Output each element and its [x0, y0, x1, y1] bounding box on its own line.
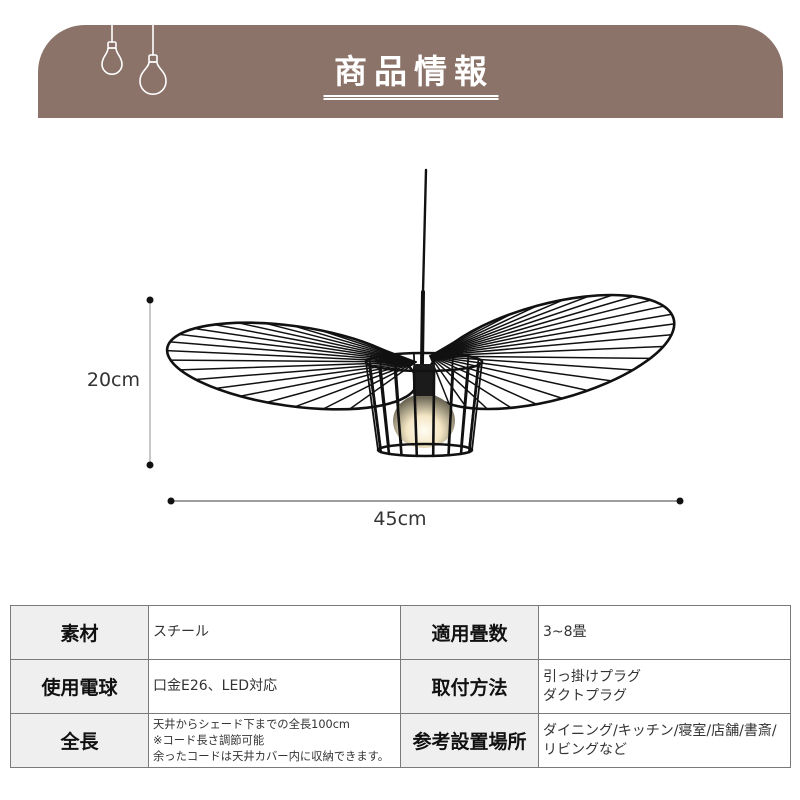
spec-value-line: リビングなど — [543, 741, 627, 758]
cage-bar — [412, 369, 419, 458]
spec-value-line: スチール — [153, 624, 209, 640]
brim-wire — [429, 299, 565, 357]
bulb-socket — [107, 41, 117, 49]
width-dimension-line — [167, 497, 684, 505]
spec-value-line: 余ったコードは天井カバー内に収納できます。 — [153, 749, 390, 763]
brim-wire — [429, 295, 590, 357]
spec-value-line: 口金E26、LED対応 — [153, 678, 278, 694]
brim-wire — [429, 355, 613, 382]
brim-wire — [429, 299, 652, 357]
cage-bar — [393, 368, 403, 457]
brim-wire — [166, 349, 417, 363]
spec-value-line: 天井からシェード下までの全長100cm — [153, 717, 350, 731]
cord — [421, 168, 428, 294]
brim-wire — [429, 323, 676, 357]
spec-value: ダイニング/キッチン/寝室/店舗/書斎/ リビングなど — [538, 713, 791, 768]
spec-value-line: ※コード長さ調節可能 — [153, 733, 265, 747]
brim-wire — [429, 355, 512, 409]
lamp-bulb — [393, 364, 455, 448]
cage-bottom-ring — [376, 442, 474, 458]
bulb-glass — [139, 61, 167, 95]
brim-wire — [237, 322, 417, 363]
brim-wire — [429, 355, 538, 405]
cage-bar — [365, 361, 379, 451]
spec-value-line: 3~8畳 — [543, 624, 587, 640]
cage-bar — [378, 366, 391, 456]
brim-wire — [429, 294, 614, 357]
width-dimension-label: 45cm — [373, 508, 427, 530]
lamp-cord — [420, 168, 428, 366]
brim-wire — [429, 355, 564, 400]
bulb-glass — [101, 47, 123, 75]
table-row: 素材 スチール 適用畳数 3~8畳 — [10, 605, 791, 660]
spec-label: 素材 — [10, 605, 149, 660]
height-dimension-line — [146, 296, 154, 469]
brim-wire — [169, 359, 417, 363]
bulb-socket — [413, 364, 435, 396]
spec-label: 適用畳数 — [400, 605, 539, 660]
brim-wire — [429, 345, 665, 357]
light-bulb-icon — [139, 24, 167, 95]
spec-label: 参考設置場所 — [400, 713, 539, 768]
table-row: 使用電球 口金E26、LED対応 取付方法 引っ掛けプラグ ダクトプラグ — [10, 659, 791, 714]
brim-wire — [215, 361, 417, 390]
height-dimension-label: 20cm — [86, 369, 140, 391]
pendant-lamp-image — [146, 168, 684, 505]
spec-value: スチール — [148, 605, 401, 660]
lamp-brim-right — [424, 293, 676, 411]
brim-wire — [194, 361, 417, 381]
spec-label: 全長 — [10, 713, 149, 768]
lamp-cage-rings — [364, 351, 484, 458]
cage-bar — [467, 363, 480, 454]
cage-bar — [471, 361, 483, 451]
dimension-endpoint — [146, 461, 154, 469]
spec-label: 取付方法 — [400, 659, 539, 714]
spec-value-line: 引っ掛けプラグ — [543, 668, 641, 685]
brim-wire — [429, 313, 673, 357]
brim-wire — [179, 361, 417, 371]
dimension-endpoint — [167, 497, 175, 505]
brim-wire — [429, 304, 539, 357]
lamp-cage-front — [368, 363, 480, 458]
cage-bar — [447, 368, 455, 457]
spec-value: 天井からシェード下までの全長100cm ※コード長さ調節可能 余ったコードは天井… — [148, 713, 401, 768]
bulb-socket — [148, 54, 158, 63]
spec-value: 3~8畳 — [538, 605, 791, 660]
cage-bar — [459, 366, 470, 456]
spec-value: 口金E26、LED対応 — [148, 659, 401, 714]
page-title: 商品情報 — [323, 52, 498, 100]
brim-wire — [429, 305, 665, 357]
table-row: 全長 天井からシェード下までの全長100cm ※コード長さ調節可能 余ったコード… — [10, 713, 791, 768]
spec-value: 引っ掛けプラグ ダクトプラグ — [538, 659, 791, 714]
brim-wire — [429, 295, 635, 357]
brim-wire — [169, 341, 417, 363]
spec-value-line: ダイニング/キッチン/寝室/店舗/書斎/ — [543, 722, 777, 739]
brim-wire — [429, 355, 634, 371]
brim-wire — [429, 355, 589, 392]
cage-bar — [431, 369, 436, 458]
dimension-endpoint — [146, 296, 154, 304]
light-bulb-icon — [101, 24, 123, 75]
spec-value-line: ダクトプラグ — [543, 687, 627, 704]
spec-table: 素材 スチール 適用畳数 3~8畳 使用電球 口金E26、LED対応 取付方法 … — [10, 605, 791, 768]
cage-top-ring — [364, 351, 484, 373]
brim-wire — [429, 334, 673, 357]
cage-bar — [368, 363, 383, 454]
bulb-glow — [393, 394, 455, 448]
spec-label: 使用電球 — [10, 659, 149, 714]
brim-wire — [429, 355, 468, 409]
dimension-endpoint — [676, 497, 684, 505]
